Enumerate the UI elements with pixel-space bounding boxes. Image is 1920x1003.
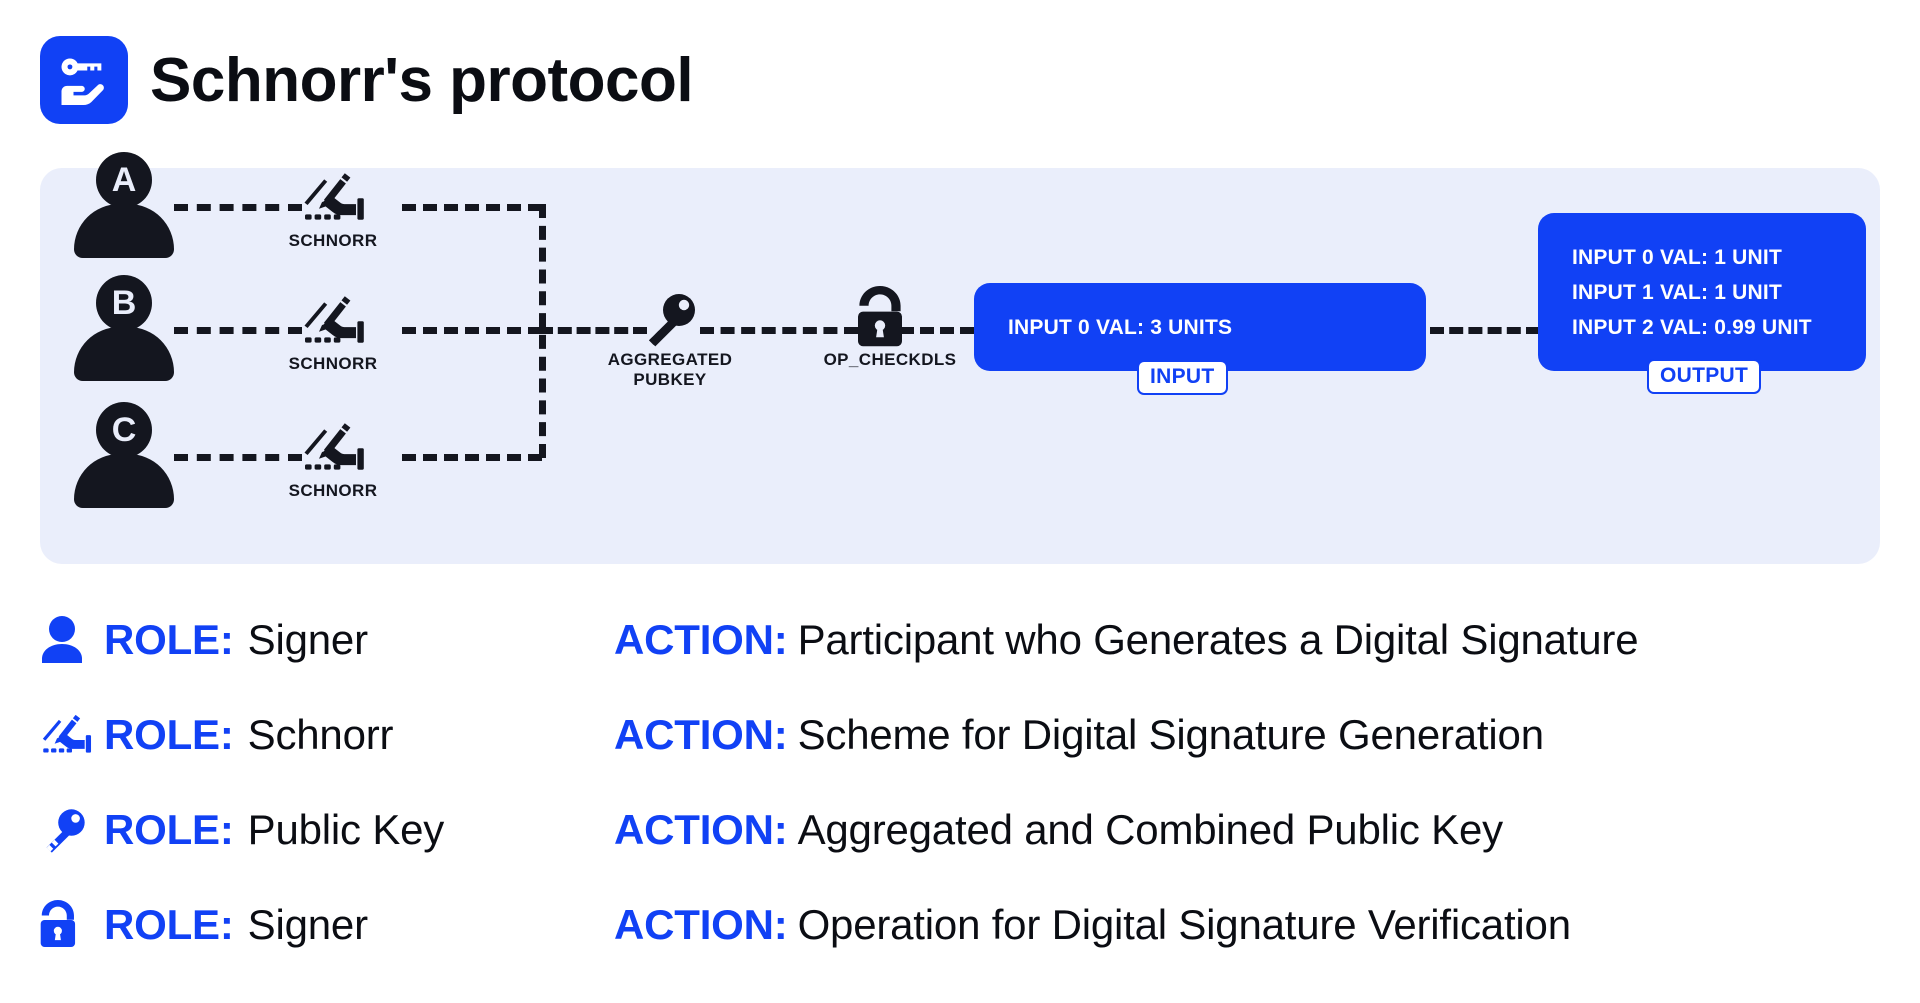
unlock-icon [858,286,902,347]
output-tx-index: INPUT 0 [1572,245,1654,269]
legend-action: ACTION: Operation for Digital Signature … [614,901,1571,949]
key-icon [40,806,104,854]
legend-role-key: ROLE: [104,900,234,948]
connector-opcheck-to-input [900,327,974,334]
output-tx-index: INPUT 1 [1572,280,1654,304]
legend-action-key: ACTION: [614,805,788,853]
legend-row: ROLE: Schnorr ACTION: Scheme for Digital… [40,687,1880,782]
page-title: Schnorr's protocol [150,45,694,115]
legend-role: ROLE: Public Key [104,806,614,854]
schnorr-label-b: SCHNORR [288,354,378,373]
output-tx-box: INPUT 0 VAL: 1 UNIT INPUT 1 VAL: 1 UNIT … [1538,213,1866,371]
legend-role: ROLE: Schnorr [104,711,614,759]
legend-role-value: Schnorr [247,710,394,758]
legend-role-key: ROLE: [104,805,234,853]
op-checkdls-label-text: OP_CHECKDLS [823,350,957,369]
page-header: Schnorr's protocol [40,36,694,124]
connector-pubkey-to-opcheck [700,327,858,334]
schnorr-node-a: SCHNORR [268,172,398,251]
connector-input-to-output [1430,327,1540,334]
signer-letter-c: C [96,402,152,458]
schnorr-label-a: SCHNORR [288,231,378,250]
legend-action-value: Scheme for Digital Signature Generation [797,710,1544,758]
signer-avatar-a: A [74,152,174,258]
legend-action-key: ACTION: [614,710,788,758]
legend-role-key: ROLE: [104,615,234,663]
protocol-flow-diagram: A SCHNORR B [40,152,1880,564]
input-tx-row: INPUT 0 VAL: 3 UNITS [974,310,1426,345]
legend-role: ROLE: Signer [104,901,614,949]
legend-role-value: Signer [247,615,368,663]
aggregated-pubkey-node [641,290,699,353]
legend-action-value: Participant who Generates a Digital Sign… [797,615,1639,663]
connector-schnorr-a-to-bus [402,204,542,211]
legend-action-key: ACTION: [614,615,788,663]
signer-letter-a: A [96,152,152,208]
output-tx-value: VAL: 1 UNIT [1660,245,1782,269]
schnorr-node-b: SCHNORR [268,295,398,374]
legend-row: ROLE: Signer ACTION: Operation for Digit… [40,877,1880,972]
output-badge: OUTPUT [1647,359,1762,394]
signer-letter-b: B [96,275,152,331]
legend-action-key: ACTION: [614,900,788,948]
connector-schnorr-c-to-bus [402,454,542,461]
hand-signing-icon [304,296,364,343]
hand-signing-icon [40,713,104,757]
input-tx-value: VAL: 3 UNITS [1096,315,1233,339]
person-icon [40,615,104,664]
signer-body-c [74,454,174,508]
output-tx-value: VAL: 0.99 UNIT [1660,315,1812,339]
signer-body-b [74,327,174,381]
legend-action: ACTION: Participant who Generates a Digi… [614,615,1639,664]
key-icon [649,294,695,347]
legend-role-value: Public Key [247,805,445,853]
unlock-icon [40,899,104,950]
connector-a-to-schnorr [174,204,302,211]
schnorr-label-c: SCHNORR [288,481,378,500]
hand-signing-icon [304,173,364,220]
schnorr-node-c: SCHNORR [268,422,398,501]
op-checkdls-node [858,286,910,355]
op-checkdls-label: OP_CHECKDLS [800,350,980,370]
legend: ROLE: Signer ACTION: Participant who Gen… [40,592,1880,972]
output-tx-index: INPUT 2 [1572,315,1654,339]
output-tx-value: VAL: 1 UNIT [1660,280,1782,304]
input-tx-box: INPUT 0 VAL: 3 UNITS [974,283,1426,371]
signer-avatar-b: B [74,275,174,381]
connector-c-to-schnorr [174,454,302,461]
legend-action: ACTION: Scheme for Digital Signature Gen… [614,711,1544,759]
signer-body-a [74,204,174,258]
output-tx-row: INPUT 2 VAL: 0.99 UNIT [1538,310,1866,345]
hand-signing-icon [304,423,364,470]
aggregated-pubkey-label-line2: PUBKEY [633,370,707,390]
aggregated-pubkey-label-line1: AGGREGATED [607,350,733,369]
legend-row: ROLE: Signer ACTION: Participant who Gen… [40,592,1880,687]
legend-role-value: Signer [247,900,368,948]
legend-role-key: ROLE: [104,710,234,758]
connector-schnorr-b-to-bus [402,327,542,334]
output-tx-row: INPUT 1 VAL: 1 UNIT [1538,275,1866,310]
aggregated-pubkey-label: AGGREGATED PUBKEY [580,350,760,390]
input-badge: INPUT [1137,360,1228,395]
key-in-hand-icon [40,36,128,124]
legend-action: ACTION: Aggregated and Combined Public K… [614,806,1503,854]
legend-role: ROLE: Signer [104,616,614,664]
output-tx-row: INPUT 0 VAL: 1 UNIT [1538,240,1866,275]
connector-b-to-schnorr [174,327,302,334]
connector-bus-to-pubkey [539,327,647,334]
legend-action-value: Aggregated and Combined Public Key [797,805,1504,853]
legend-row: ROLE: Public Key ACTION: Aggregated and … [40,782,1880,877]
legend-action-value: Operation for Digital Signature Verifica… [797,900,1571,948]
signer-avatar-c: C [74,402,174,508]
input-tx-index: INPUT 0 [1008,315,1090,339]
